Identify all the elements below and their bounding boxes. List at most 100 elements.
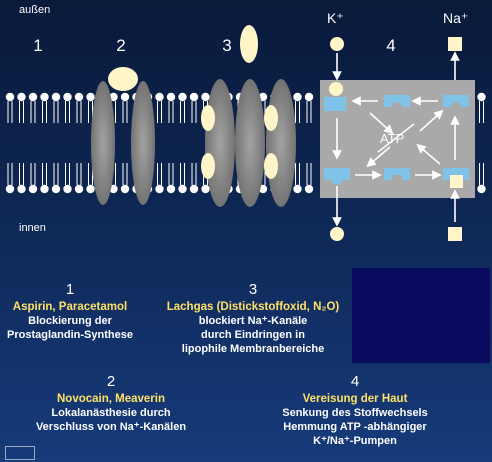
lipid-head (5, 92, 15, 102)
lipid-head (155, 92, 164, 102)
lipid-head (51, 92, 61, 102)
k-ion-outside (330, 37, 344, 51)
lipid-head (201, 92, 210, 102)
atp-strike (377, 123, 415, 153)
lipid-head (40, 92, 49, 102)
lipid-tail (191, 101, 197, 123)
atp-label: ATP (380, 131, 405, 146)
lipid-tail (191, 163, 197, 185)
lipid-tail (65, 163, 70, 185)
lipid-tail (306, 163, 312, 185)
lipid-tail (306, 101, 312, 123)
pump-slot (384, 168, 410, 180)
lipid-tail (65, 101, 70, 123)
caption-4: 4 Vereisung der Haut Senkung des Stoffwe… (282, 373, 428, 447)
lipid-tail (76, 101, 82, 123)
protein-3a (205, 79, 235, 207)
lipid-tail (53, 163, 59, 185)
k-ion-inside (330, 227, 344, 241)
lipid-head (63, 184, 72, 194)
pump-slot (324, 168, 350, 185)
prostaglandin-particle (108, 67, 138, 91)
lipid-head (5, 184, 15, 194)
lipid-tail (157, 163, 162, 185)
n2o-particle (264, 105, 278, 131)
lipid-tail (168, 101, 174, 123)
lipid-tail (295, 163, 300, 185)
lipid-tail (168, 163, 174, 185)
lipid-tail (30, 101, 36, 123)
placeholder-box (352, 268, 490, 363)
lipid-head (86, 184, 95, 194)
pump-slot (443, 95, 469, 107)
caption-3: 3 Lachgas (Distickstoffoxid, N₂O) blocki… (166, 281, 340, 355)
na-ion-label: Na⁺ (443, 10, 469, 26)
lipid-tail (53, 101, 59, 123)
lipid-head (120, 92, 130, 102)
caption-2: 2 Novocain, Meaverin Lokalanästhesie dur… (35, 373, 187, 433)
n2o-particle (201, 105, 215, 131)
lipid-head (178, 184, 187, 194)
lipid-head (63, 92, 72, 102)
protein-3c (266, 79, 296, 207)
lipid-tail (42, 101, 47, 123)
protein-3b (235, 79, 265, 207)
lipid-head (74, 92, 84, 102)
lipid-tail (295, 101, 300, 123)
diagram-number-1: 1 (33, 36, 43, 55)
lipid-head (304, 92, 314, 102)
protein-2b (131, 81, 155, 205)
k-ion-label: K⁺ (327, 10, 344, 26)
lipid-tail (19, 163, 24, 185)
lipid-tail (122, 101, 128, 123)
lipid-head (86, 92, 95, 102)
caption-1: 1 Aspirin, Paracetamol Blockierung der P… (7, 281, 133, 341)
n2o-particle (264, 153, 278, 179)
lipid-tail (479, 163, 484, 185)
lipid-tail (30, 163, 36, 185)
lipid-head (17, 184, 26, 194)
lipid-head (293, 184, 302, 194)
lipid-head (189, 184, 199, 194)
lipid-tail (7, 101, 13, 123)
protein-2 (91, 81, 115, 205)
lipid-head (201, 184, 210, 194)
pump-slot (324, 97, 346, 111)
label-outside: außen (19, 4, 51, 16)
lipid-head (51, 184, 61, 194)
na-ion-inside (448, 227, 462, 241)
lipid-head (304, 184, 314, 194)
lipid-tail (157, 101, 162, 123)
lipid-head (477, 92, 486, 102)
lipid-head (477, 184, 486, 194)
lipid-head (17, 92, 26, 102)
pump-arrows (332, 51, 460, 227)
lipid-tail (180, 101, 185, 123)
na-ion-outside (448, 37, 462, 51)
lipid-tail (7, 163, 13, 185)
lipid-head (166, 92, 176, 102)
n2o-particle (201, 153, 215, 179)
slide-nav-icon[interactable] (5, 446, 35, 460)
k-ion-in-pump (329, 82, 343, 96)
lipid-head (166, 184, 176, 194)
lipid-tail (479, 101, 484, 123)
lipid-head (40, 184, 49, 194)
diagram-number-2: 2 (116, 36, 126, 55)
lipid-tail (180, 163, 185, 185)
lipid-tail (19, 101, 24, 123)
lipid-head (189, 92, 199, 102)
label-inside: innen (19, 222, 46, 234)
lipid-head (28, 92, 38, 102)
na-ion-in-pump (450, 175, 463, 188)
n2o-particle-top (240, 25, 258, 63)
diagram-number-3: 3 (222, 36, 232, 55)
pump-slot (384, 95, 410, 107)
diagram-number-4: 4 (386, 36, 396, 55)
lipid-head (74, 184, 84, 194)
lipid-tail (42, 163, 47, 185)
lipid-head (293, 92, 302, 102)
lipid-head (28, 184, 38, 194)
